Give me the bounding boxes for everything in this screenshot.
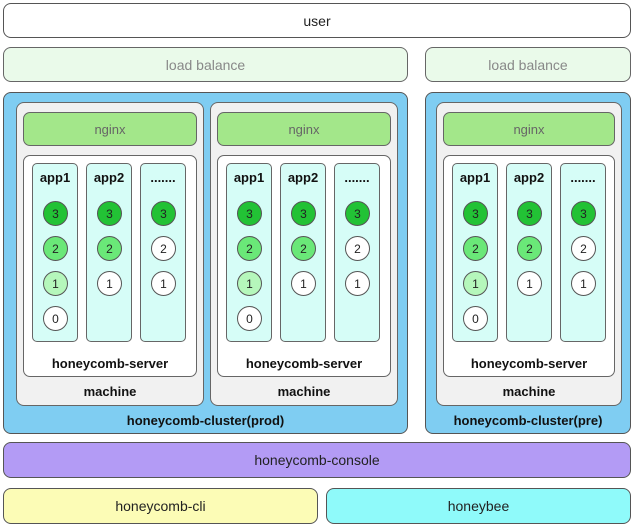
version-circle: 3 — [345, 201, 370, 226]
app-column: app1 3 2 1 0 — [32, 163, 78, 342]
version-circle: 1 — [97, 271, 122, 296]
nginx-pre-1: nginx — [443, 112, 615, 146]
version-circle: 3 — [571, 201, 596, 226]
honeycomb-server-pre-1: app1 3 2 1 0 app2 3 2 1 ....... 3 2 1 ho… — [443, 155, 615, 377]
version-circle: 3 — [97, 201, 122, 226]
version-circle: 3 — [43, 201, 68, 226]
app-label: ....... — [150, 170, 176, 185]
app-label: app2 — [93, 170, 125, 185]
version-circle: 1 — [571, 271, 596, 296]
app-column: ....... 3 2 1 — [334, 163, 380, 342]
app-column: app2 3 2 1 — [506, 163, 552, 342]
version-circle: 2 — [237, 236, 262, 261]
app-label: ....... — [570, 170, 596, 185]
server-label: honeycomb-server — [51, 356, 169, 371]
version-circle: 2 — [345, 236, 370, 261]
nginx-prod-1: nginx — [23, 112, 197, 146]
version-circle: 2 — [151, 236, 176, 261]
machine-label: machine — [83, 384, 137, 399]
version-circle: 1 — [345, 271, 370, 296]
version-circle: 0 — [463, 306, 488, 331]
version-circle: 1 — [43, 271, 68, 296]
version-circle: 1 — [151, 271, 176, 296]
app-label: app1 — [459, 170, 491, 185]
server-label: honeycomb-server — [245, 356, 363, 371]
version-circle: 1 — [517, 271, 542, 296]
nginx-prod-2: nginx — [217, 112, 391, 146]
version-circle: 3 — [237, 201, 262, 226]
machine-label: machine — [502, 384, 556, 399]
version-circle: 2 — [291, 236, 316, 261]
cluster-label-pre: honeycomb-cluster(pre) — [453, 413, 603, 428]
machine-prod-2: nginx app1 3 2 1 0 app2 3 2 1 ....... 3 … — [210, 102, 398, 406]
app-column: ....... 3 2 1 — [560, 163, 606, 342]
load-balance-pre: load balance — [425, 47, 631, 82]
version-circle: 3 — [291, 201, 316, 226]
honeycomb-server-prod-1: app1 3 2 1 0 app2 3 2 1 ....... 3 2 1 ho… — [23, 155, 197, 377]
app-column: ....... 3 2 1 — [140, 163, 186, 342]
version-circle: 2 — [43, 236, 68, 261]
cluster-prod: nginx app1 3 2 1 0 app2 3 2 1 ....... 3 … — [3, 92, 408, 434]
app-column: app1 3 2 1 0 — [452, 163, 498, 342]
version-circle: 2 — [571, 236, 596, 261]
machine-prod-1: nginx app1 3 2 1 0 app2 3 2 1 ....... 3 … — [16, 102, 204, 406]
version-circle: 1 — [463, 271, 488, 296]
version-circle: 1 — [237, 271, 262, 296]
honeycomb-console-box: honeycomb-console — [3, 442, 631, 478]
app-column: app2 3 2 1 — [280, 163, 326, 342]
app-label: app1 — [39, 170, 71, 185]
version-circle: 3 — [517, 201, 542, 226]
version-circle: 3 — [463, 201, 488, 226]
app-label: app2 — [287, 170, 319, 185]
machine-pre-1: nginx app1 3 2 1 0 app2 3 2 1 ....... 3 … — [436, 102, 622, 406]
version-circle: 2 — [463, 236, 488, 261]
version-circle: 2 — [517, 236, 542, 261]
version-circle: 0 — [237, 306, 262, 331]
app-label: app1 — [233, 170, 265, 185]
server-label: honeycomb-server — [470, 356, 588, 371]
cluster-label-prod: honeycomb-cluster(prod) — [126, 413, 285, 428]
app-column: app2 3 2 1 — [86, 163, 132, 342]
app-column: app1 3 2 1 0 — [226, 163, 272, 342]
machine-label: machine — [277, 384, 331, 399]
version-circle: 1 — [291, 271, 316, 296]
honeycomb-server-prod-2: app1 3 2 1 0 app2 3 2 1 ....... 3 2 1 ho… — [217, 155, 391, 377]
version-circle: 3 — [151, 201, 176, 226]
honeybee-box: honeybee — [326, 488, 631, 524]
version-circle: 0 — [43, 306, 68, 331]
user-box: user — [3, 3, 631, 38]
cluster-pre: nginx app1 3 2 1 0 app2 3 2 1 ....... 3 … — [425, 92, 631, 434]
app-label: ....... — [344, 170, 370, 185]
honeycomb-cli-box: honeycomb-cli — [3, 488, 318, 524]
version-circle: 2 — [97, 236, 122, 261]
load-balance-prod: load balance — [3, 47, 408, 82]
app-label: app2 — [513, 170, 545, 185]
